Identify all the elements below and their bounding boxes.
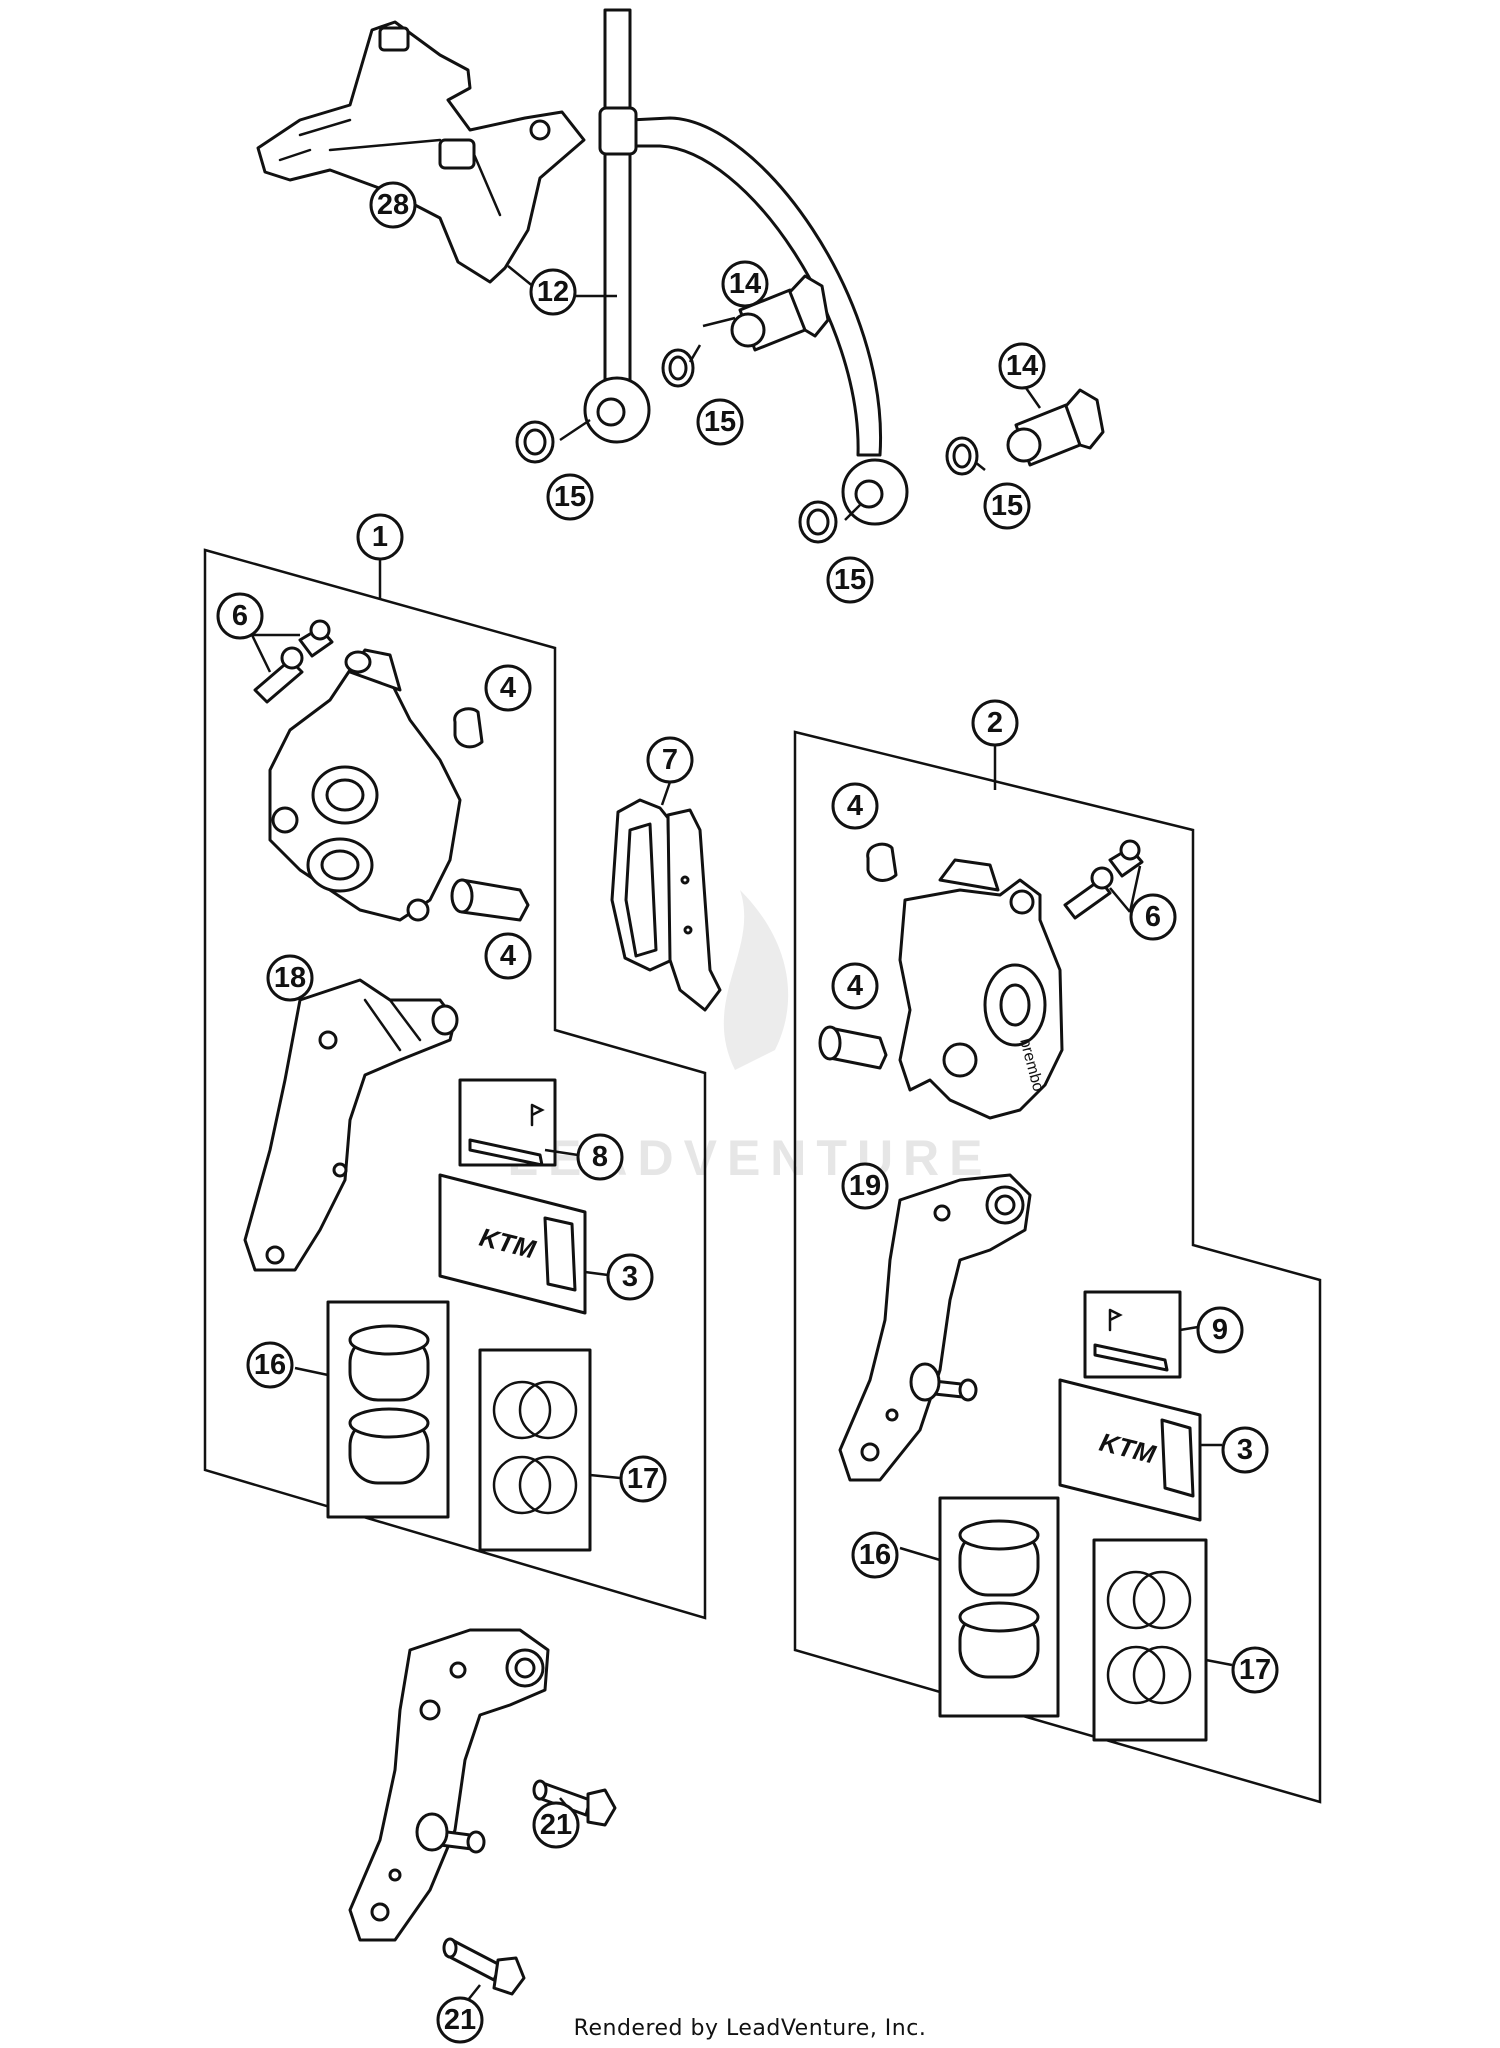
caliper-kit-panel-left [203,548,707,1620]
svg-text:15: 15 [991,490,1023,522]
pad-pin-box-left [458,1078,557,1167]
callout-14[interactable]: 14 [721,260,769,308]
callout-4[interactable]: 4 [484,664,532,712]
svg-text:15: 15 [554,481,586,513]
callout-4[interactable]: 4 [831,782,879,830]
svg-text:16: 16 [859,1539,891,1571]
svg-text:17: 17 [1239,1654,1271,1686]
svg-text:21: 21 [444,2004,476,2036]
callout-16[interactable]: 16 [851,1531,899,1579]
caliper-support-bracket-right [838,1173,1032,1482]
svg-text:14: 14 [1006,350,1038,382]
svg-text:6: 6 [1145,901,1161,933]
callout-28[interactable]: 28 [369,181,417,229]
svg-text:21: 21 [540,1809,572,1841]
callout-1[interactable]: 1 [356,513,404,561]
svg-text:8: 8 [592,1141,608,1173]
callout-17[interactable]: 17 [619,1455,667,1503]
seal-box-right [1092,1538,1208,1742]
caliper-bolt-upper [532,1779,617,1827]
svg-text:15: 15 [834,564,866,596]
callout-6[interactable]: 6 [1129,893,1177,941]
caliper-support-bracket-bottom [348,1628,550,1942]
callout-3[interactable]: 3 [606,1253,654,1301]
callout-15[interactable]: 15 [826,556,874,604]
svg-text:9: 9 [1212,1314,1228,1346]
piston-box-right [938,1496,1060,1718]
sealing-washers [515,348,979,544]
svg-text:4: 4 [847,790,863,822]
callout-21[interactable]: 21 [532,1801,580,1849]
callout-19[interactable]: 19 [841,1162,889,1210]
caliper-bolt-lower [442,1937,526,1996]
svg-text:16: 16 [254,1349,286,1381]
callout-17[interactable]: 17 [1231,1646,1279,1694]
callout-7[interactable]: 7 [646,736,694,784]
svg-text:2: 2 [987,707,1003,739]
caliper-pin-right [818,1025,888,1070]
callout-21[interactable]: 21 [436,1996,484,2044]
brake-pads [610,798,722,1012]
caliper-kit-panel-right [793,730,1322,1804]
banjo-bolt-lower [1006,388,1105,467]
brake-hose-assembly [583,8,909,526]
brake-line-holder-bracket [256,20,586,284]
callout-9[interactable]: 9 [1196,1306,1244,1354]
bleeder-valves-left [253,619,334,704]
callout-18[interactable]: 18 [266,954,314,1002]
pad-pin-box-right [1083,1290,1182,1379]
svg-text:4: 4 [500,672,516,704]
svg-text:18: 18 [274,962,306,994]
callout-12[interactable]: 12 [529,268,577,316]
callout-6[interactable]: 6 [216,592,264,640]
svg-text:6: 6 [232,600,248,632]
caliper-support-bracket-left [243,978,459,1272]
callout-15[interactable]: 15 [546,473,594,521]
svg-text:1: 1 [372,521,388,553]
kit-label-box-right: KTM [1058,1378,1202,1522]
svg-text:3: 3 [622,1261,638,1293]
banjo-bolt-upper [730,274,830,352]
callout-8[interactable]: 8 [576,1133,624,1181]
svg-text:3: 3 [1237,1434,1253,1466]
callout-16[interactable]: 16 [246,1341,294,1389]
caliper-pin-left [450,707,530,922]
svg-text:7: 7 [662,744,678,776]
callout-2[interactable]: 2 [971,699,1019,747]
render-credit: Rendered by LeadVenture, Inc. [573,2016,927,2041]
callout-15[interactable]: 15 [983,482,1031,530]
brake-caliper-right: brembo [898,858,1064,1120]
svg-text:15: 15 [704,406,736,438]
caliper-bushing-right [866,842,898,882]
bleeder-valves-right [1063,839,1144,920]
piston-box-left [326,1300,450,1519]
seal-box-left [478,1348,592,1552]
brake-caliper-left [268,648,462,922]
svg-text:17: 17 [627,1463,659,1495]
svg-text:28: 28 [377,189,409,221]
svg-text:19: 19 [849,1170,881,1202]
kit-label-box-left: KTM [438,1173,587,1315]
svg-text:4: 4 [847,970,863,1002]
svg-text:12: 12 [537,276,569,308]
callout-4[interactable]: 4 [484,932,532,980]
callout-4[interactable]: 4 [831,962,879,1010]
svg-text:4: 4 [500,940,516,972]
svg-text:14: 14 [729,268,761,300]
callout-14[interactable]: 14 [998,342,1046,390]
callout-3[interactable]: 3 [1221,1426,1269,1474]
callout-15[interactable]: 15 [696,398,744,446]
